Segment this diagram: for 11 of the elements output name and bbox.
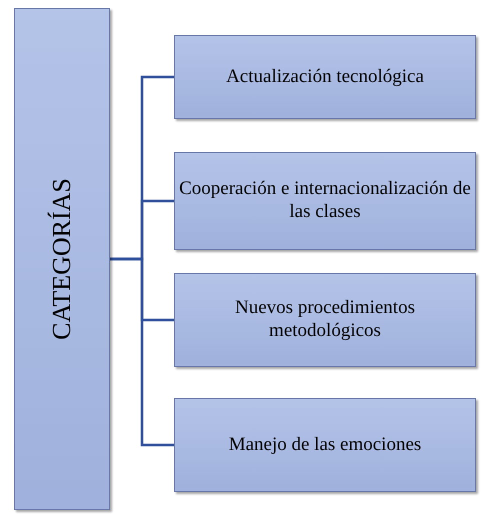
category-item-box	[174, 35, 476, 119]
category-item-box	[174, 398, 476, 492]
category-label: Cooperación e internacionalización de las clases	[178, 178, 472, 224]
category-box	[14, 8, 110, 510]
category-item-box	[174, 273, 476, 367]
category-label: Nuevos procedimientos metodológicos	[234, 297, 416, 343]
category-heading: CATEGORÍAS	[47, 178, 77, 340]
connector-line	[110, 258, 174, 446]
category-label: Actualización tecnológica	[225, 66, 425, 88]
category-label: Manejo de las emociones	[228, 434, 422, 456]
category-item-box	[174, 152, 476, 250]
